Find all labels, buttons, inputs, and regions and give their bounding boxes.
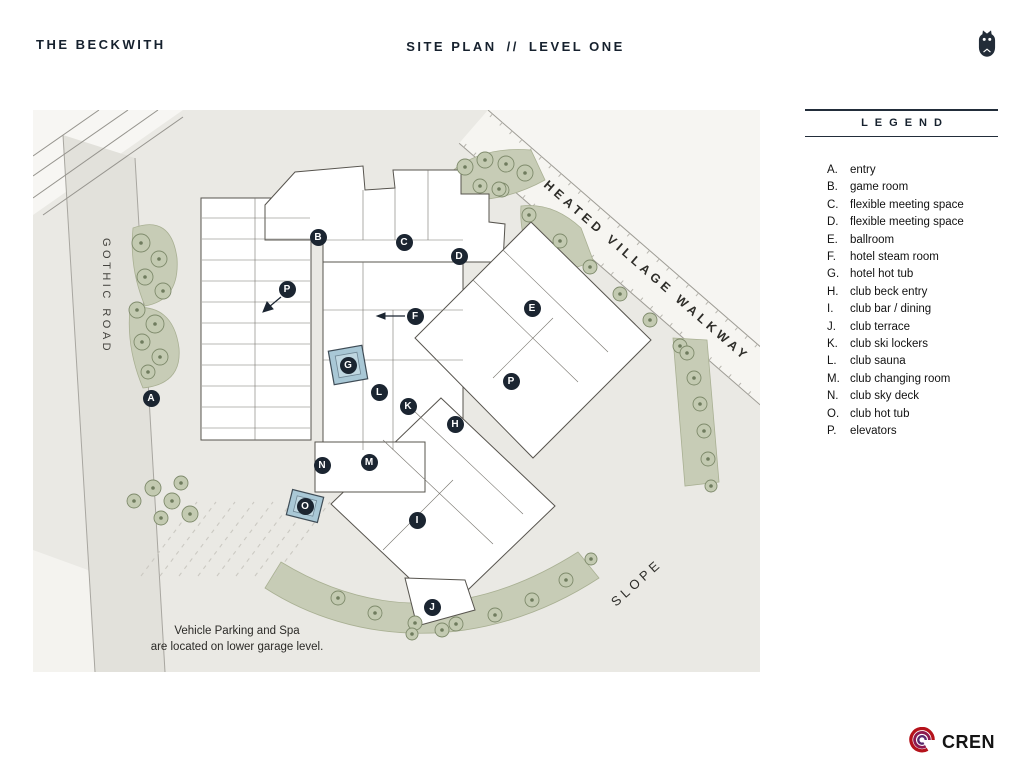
parking-note-line1: Vehicle Parking and Spa — [174, 625, 300, 637]
legend-key: L. — [827, 355, 837, 368]
legend-item-hotel-hot-tub: G. hotel hot tub — [827, 266, 998, 283]
legend-key: I. — [827, 303, 834, 316]
legend-item-club-hot-tub: O. club hot tub — [827, 406, 998, 423]
legend-key: J. — [827, 320, 836, 333]
legend-key: M. — [827, 372, 840, 385]
legend-item-flex-meeting-c: C. flexible meeting space — [827, 197, 998, 214]
legend-label: club changing room — [850, 372, 951, 385]
legend-label: game room — [850, 181, 909, 194]
legend-key: K. — [827, 338, 838, 351]
legend-label: club sky deck — [850, 390, 920, 403]
legend-key: O. — [827, 407, 840, 420]
trees-layer — [126, 151, 718, 641]
legend-key: A. — [827, 164, 838, 176]
road-crossing-lines — [33, 110, 184, 216]
legend-label: club sauna — [850, 355, 906, 368]
hotel-hot-tub-pool — [327, 344, 369, 386]
legend-key: B. — [827, 181, 838, 194]
legend-item-club-bar-dining: I. club bar / dining — [827, 301, 998, 318]
parking-note-line2: are located on lower garage level. — [151, 641, 324, 653]
legend-label: entry — [850, 164, 876, 176]
legend-label: club hot tub — [850, 407, 910, 420]
legend-key: P. — [827, 425, 837, 438]
legend-key: E. — [827, 233, 838, 246]
legend-item-ballroom: E. ballroom — [827, 232, 998, 249]
legend-label: flexible meeting space — [850, 198, 964, 211]
legend-title: LEGEND — [861, 117, 949, 129]
legend-label: club terrace — [850, 320, 911, 333]
legend-item-club-sauna: L. club sauna — [827, 353, 998, 370]
leader-arrows — [262, 296, 405, 320]
legend-label: club bar / dining — [850, 303, 932, 316]
site-plan-drawing: GOTHIC ROAD HEATED VILLAGE WALKWAY SLOPE… — [33, 110, 760, 672]
legend-panel: LEGEND A. entry B. game room C. flexible me… — [805, 109, 998, 441]
legend-item-elevators: P. elevators — [827, 423, 998, 440]
legend-key: C. — [827, 198, 839, 211]
legend-item-entry: A. entry — [827, 162, 998, 179]
legend-list: A. entry B. game room C. flexible meeting s… — [805, 162, 998, 441]
legend-key: H. — [827, 285, 839, 298]
legend-label: club ski lockers — [850, 338, 928, 351]
brand-title: THE BECKWITH — [36, 37, 166, 52]
legend-label: flexible meeting space — [850, 216, 964, 229]
interior-partitions — [202, 170, 609, 551]
page-title-left: SITE PLAN — [406, 39, 497, 54]
page-title-right: LEVEL ONE — [528, 39, 625, 54]
legend-label: hotel hot tub — [850, 268, 914, 281]
legend-label: club beck entry — [850, 285, 928, 298]
legend-label: elevators — [850, 425, 897, 438]
legend-label: hotel steam room — [850, 251, 939, 264]
cren-logo-text: CREN — [941, 732, 995, 752]
legend-item-club-changing-room: M. club changing room — [827, 371, 998, 388]
footer-logo: CREN — [905, 726, 995, 758]
legend-key: F. — [827, 251, 836, 264]
legend-item-club-ski-lockers: K. club ski lockers — [827, 336, 998, 353]
owl-logo-icon — [973, 29, 1001, 59]
legend-key: N. — [827, 390, 839, 403]
legend-item-game-room: B. game room — [827, 179, 998, 196]
legend-item-hotel-steam-room: F. hotel steam room — [827, 249, 998, 266]
legend-key: G. — [827, 268, 840, 281]
parking-stall-lines — [140, 501, 331, 577]
cren-logo-icon — [905, 726, 939, 758]
page-title-separator: // — [506, 39, 519, 54]
legend-key: D. — [827, 216, 839, 229]
legend-item-club-beck-entry: H. club beck entry — [827, 284, 998, 301]
page-title: SITE PLAN // LEVEL ONE — [406, 39, 625, 54]
legend-item-club-terrace: J. club terrace — [827, 319, 998, 336]
legend-item-flex-meeting-d: D. flexible meeting space — [827, 214, 998, 231]
gothic-road-label: GOTHIC ROAD — [100, 238, 112, 354]
legend-rule-top — [805, 109, 998, 111]
legend-item-club-sky-deck: N. club sky deck — [827, 388, 998, 405]
legend-label: ballroom — [850, 233, 895, 246]
legend-rule-bottom — [805, 136, 998, 137]
site-plan-canvas: GOTHIC ROAD HEATED VILLAGE WALKWAY SLOPE… — [33, 110, 760, 672]
